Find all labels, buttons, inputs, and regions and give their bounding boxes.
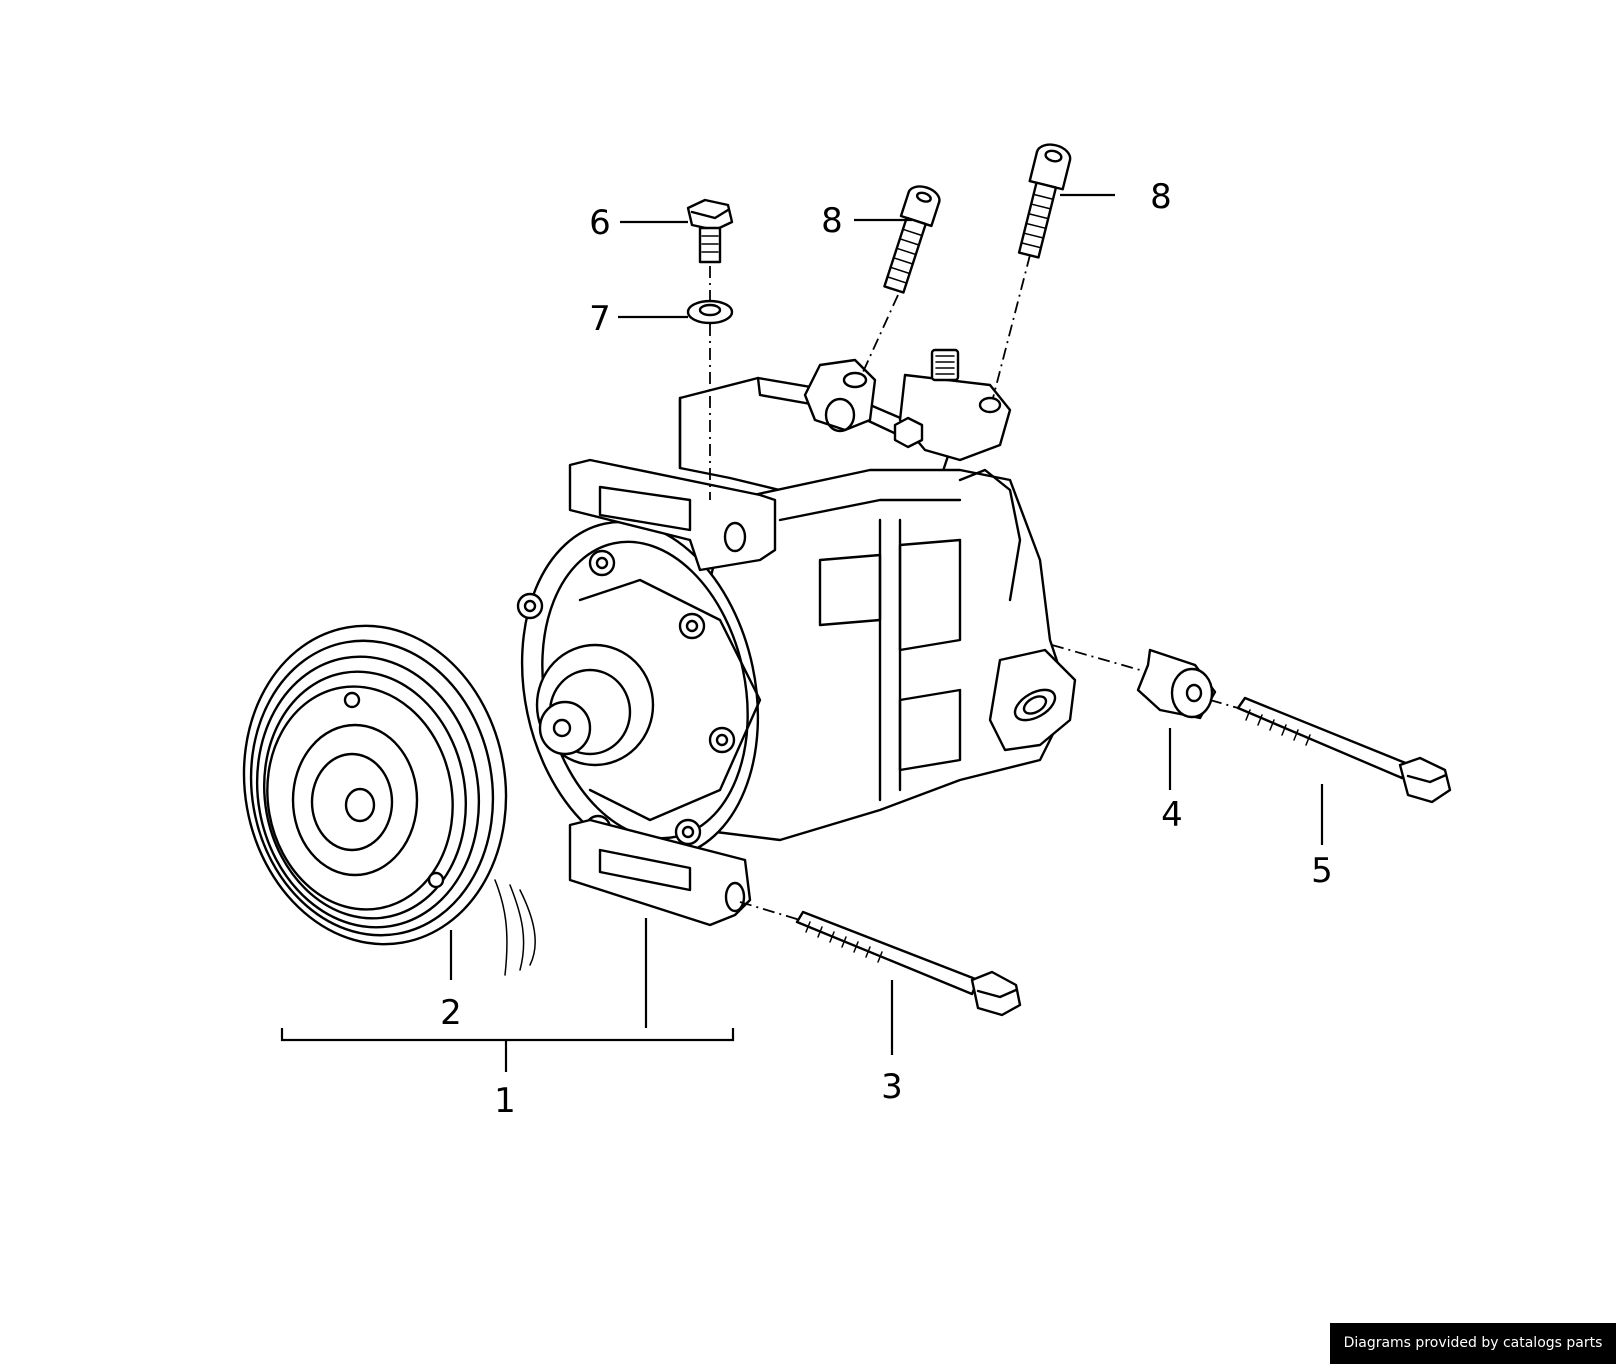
- bolt-5: [1236, 696, 1452, 804]
- assembly-centerlines: [709, 254, 1239, 921]
- washer-7: [686, 299, 734, 325]
- callout-2: 2: [440, 993, 462, 1033]
- lower-bracket: [568, 818, 752, 927]
- callout-8-left: 8: [821, 201, 843, 241]
- callout-3: 3: [881, 1067, 903, 1107]
- front-housing: [516, 520, 762, 860]
- top-ports: [803, 348, 1012, 462]
- bolt-3: [795, 910, 1022, 1017]
- callout-labels: 1 2 3 4 5 6 7 8 8: [440, 177, 1333, 1121]
- callout-7: 7: [589, 299, 611, 339]
- spacer-sleeve-4: [1136, 648, 1217, 720]
- compressor-body: [678, 376, 1077, 842]
- credit-banner: Diagrams provided by catalogs parts: [1330, 1323, 1616, 1364]
- socket-screw-8-left: [883, 185, 941, 294]
- callout-6: 6: [589, 203, 611, 243]
- upper-bracket: [568, 458, 777, 572]
- socket-screw-8-right: [1017, 143, 1072, 259]
- callout-5: 5: [1311, 851, 1333, 891]
- leader-lines: [280, 193, 1324, 1072]
- clutch-pulley: [242, 624, 536, 976]
- callout-4: 4: [1161, 795, 1183, 835]
- hex-bolt-6: [686, 198, 734, 264]
- callout-1: 1: [494, 1081, 516, 1121]
- callout-8-right: 8: [1150, 177, 1172, 217]
